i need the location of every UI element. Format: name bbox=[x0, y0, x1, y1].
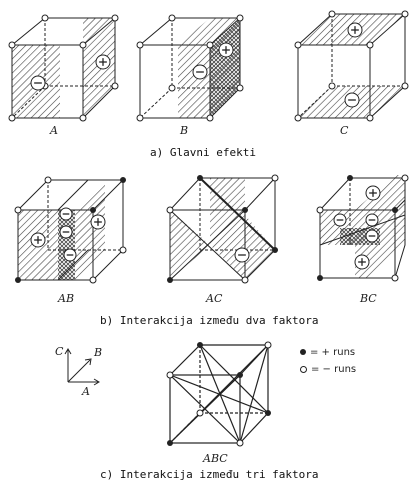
label-b: B bbox=[180, 124, 189, 137]
filled-dot-icon bbox=[300, 349, 306, 355]
cube-a bbox=[8, 14, 119, 122]
axes-icon bbox=[64, 348, 100, 386]
hollow-dot-icon bbox=[300, 365, 307, 373]
cube-c bbox=[294, 10, 409, 122]
label-ab: AB bbox=[58, 292, 75, 305]
cube-abc bbox=[166, 341, 272, 447]
cube-b bbox=[136, 14, 244, 122]
caption-two-factor: b) Interakcija između dva faktora bbox=[100, 314, 319, 327]
legend-plus: = + runs bbox=[300, 347, 355, 358]
axis-label-b: B bbox=[94, 346, 103, 359]
label-abc: ABC bbox=[203, 452, 228, 465]
axis-label-a: A bbox=[82, 385, 90, 398]
caption-main-effects: a) Glavni efekti bbox=[150, 146, 256, 159]
axis-label-c: C bbox=[55, 345, 64, 358]
caption-three-factor: c) Interakcija između tri faktora bbox=[100, 468, 319, 481]
label-bc: BC bbox=[360, 292, 377, 305]
cube-ac bbox=[166, 174, 279, 284]
cube-bc bbox=[316, 174, 409, 282]
legend-minus: = − runs bbox=[300, 364, 356, 375]
label-ac: AC bbox=[206, 292, 223, 305]
label-c: C bbox=[340, 124, 349, 137]
label-a: A bbox=[50, 124, 58, 137]
cube-ab bbox=[14, 176, 127, 284]
